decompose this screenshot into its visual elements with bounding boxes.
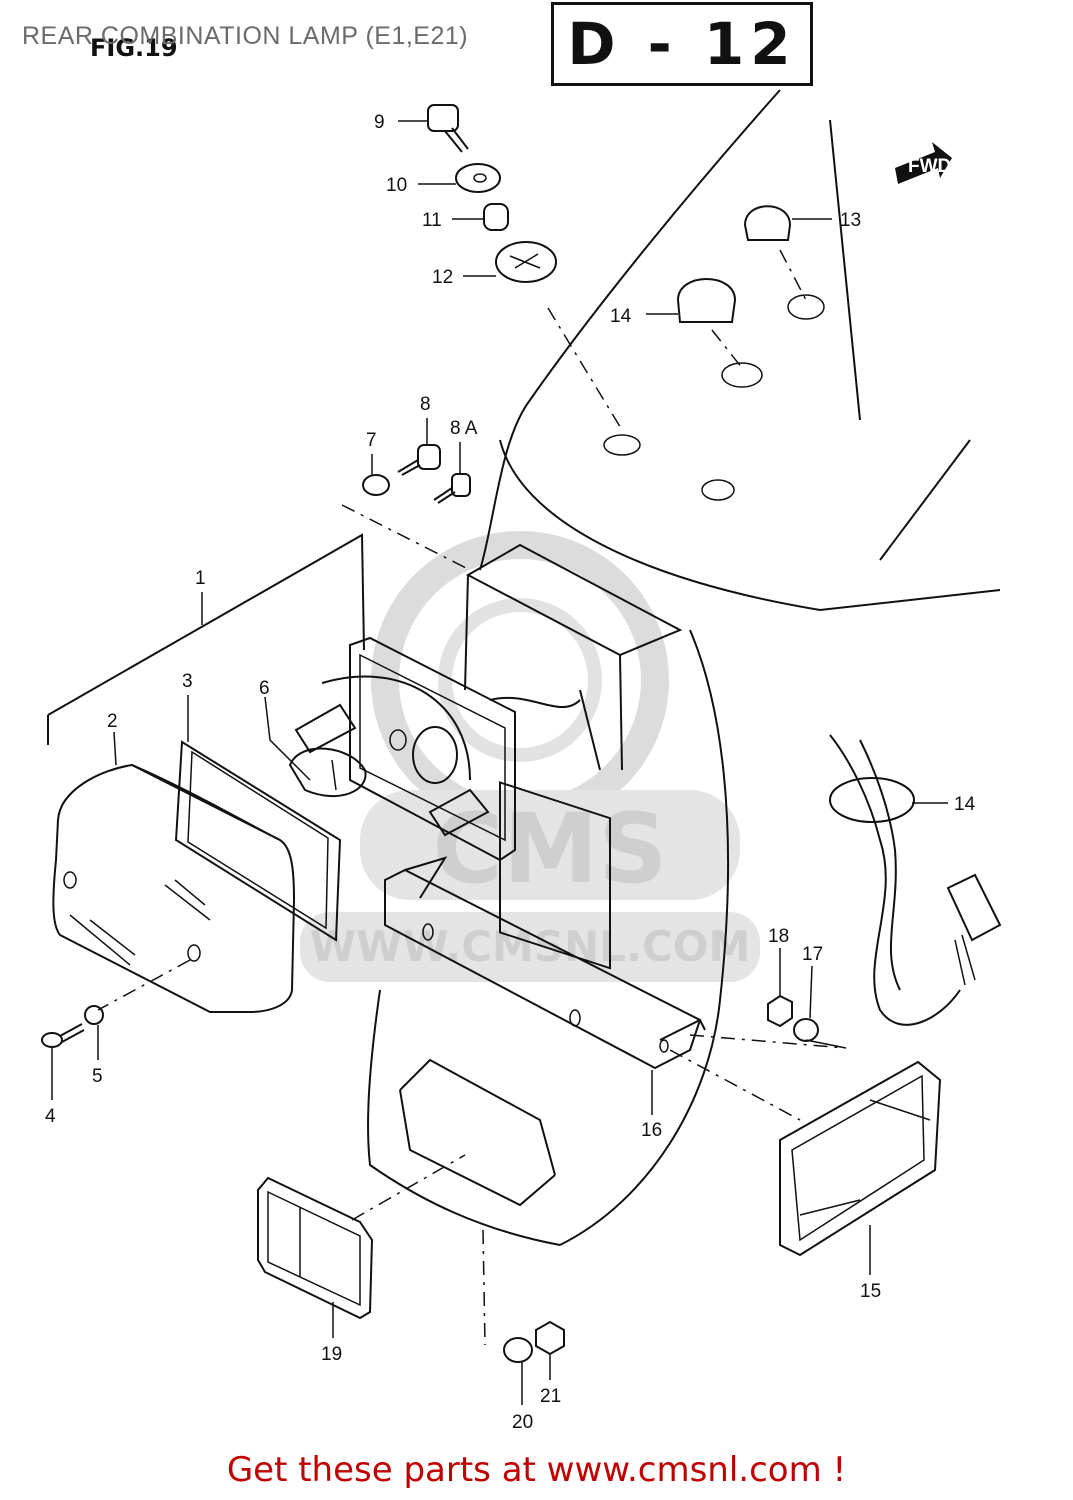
footer-link[interactable]: Get these parts at www.cmsnl.com ! xyxy=(226,1450,847,1490)
callout-12: 12 xyxy=(432,267,453,288)
watermark-brand: CMS xyxy=(432,793,667,905)
license-lamp-lens xyxy=(257,1154,466,1320)
page-code: D - 12 xyxy=(567,10,797,78)
figure-label: FIG.19 xyxy=(90,34,178,62)
lens-screws xyxy=(41,1005,104,1048)
license-bracket xyxy=(384,856,846,1121)
watermark-url: WWW.CMSNL.COM xyxy=(310,922,751,971)
callout-9: 9 xyxy=(374,112,385,133)
page-code-box: D - 12 xyxy=(551,2,813,86)
callout-19: 18 xyxy=(768,926,789,947)
callout-4: 4 xyxy=(45,1106,56,1127)
license-lamp-nuts xyxy=(482,1229,565,1363)
page-title: REAR COMBINATION LAMP (E1,E21) xyxy=(22,22,469,50)
callout-8: 7 xyxy=(366,430,377,451)
lamp-bracket xyxy=(464,543,683,970)
screws xyxy=(341,444,471,571)
callout-numbers: 9 10 11 12 13 14 8 7 8 A 1 3 6 2 14 18 1… xyxy=(45,112,976,1433)
bracket-nuts xyxy=(767,994,847,1049)
mount-hardware xyxy=(427,104,623,431)
callout-1: 1 xyxy=(195,568,206,589)
callout-13: 13 xyxy=(840,210,861,231)
callout-3: 3 xyxy=(182,671,193,692)
callout-17: 16 xyxy=(641,1120,662,1141)
callout-10: 10 xyxy=(386,175,407,196)
callout-18: 17 xyxy=(802,944,823,965)
cmsnl-watermark: CMS WWW.CMSNL.COM xyxy=(300,531,760,982)
side-reflector xyxy=(779,1060,942,1257)
lamp-lens-and-gasket xyxy=(52,740,342,1013)
callout-16: 15 xyxy=(860,1281,881,1302)
callout-2: 2 xyxy=(107,711,118,732)
callout-11: 11 xyxy=(422,210,442,231)
wiring-harness xyxy=(829,734,1002,1026)
callout-7: 8 xyxy=(420,394,431,415)
callout-6: 6 xyxy=(259,678,270,699)
callout-14: 14 xyxy=(610,306,632,327)
callout-22: 21 xyxy=(540,1386,561,1407)
callout-21: 20 xyxy=(512,1412,533,1433)
fwd-arrow-icon: FWD xyxy=(895,142,952,184)
rear-fender xyxy=(367,89,1001,1246)
lamp-housing xyxy=(47,533,581,862)
callout-15: 14 xyxy=(954,794,976,815)
callout-20: 19 xyxy=(321,1344,342,1365)
callout-8a: 8 A xyxy=(450,418,478,439)
rubber-plugs xyxy=(676,205,807,369)
leader-lines xyxy=(51,120,948,1405)
bulb xyxy=(288,747,367,798)
svg-text:FWD: FWD xyxy=(908,156,951,177)
callout-5: 5 xyxy=(92,1066,103,1087)
